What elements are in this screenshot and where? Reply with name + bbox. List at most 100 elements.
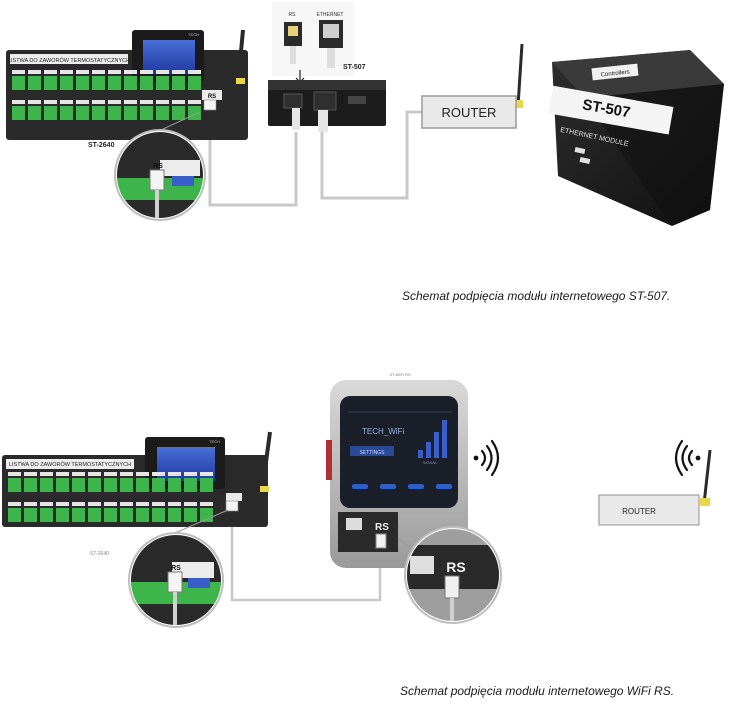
terminal-block: [152, 478, 165, 492]
zoom-wifi-rs-port: RS: [404, 526, 502, 624]
terminal-label-strip: [104, 502, 117, 506]
terminal-label-strip: [200, 472, 213, 476]
controller-rs-label: RS: [208, 94, 216, 100]
terminal-label-strip: [200, 502, 213, 506]
terminal-label-strip: [60, 70, 73, 74]
port-rs-label: RS: [289, 12, 297, 18]
terminal-label-strip: [40, 472, 53, 476]
terminal-block: [12, 106, 25, 120]
terminal-block: [168, 508, 181, 522]
terminal-label-strip: [24, 472, 37, 476]
module-wifi-rs: ST-WIFI RS TECH_WiFi SETTINGS SIGNAL RS: [326, 372, 468, 568]
terminal-block: [56, 508, 69, 522]
controller-terminals: [12, 70, 201, 120]
terminal-label-strip: [40, 502, 53, 506]
controller-strip-title: LISTWA DO ZAWORÓW TERMOSTATYCZNYCH: [8, 57, 130, 64]
terminal-label-strip: [60, 100, 73, 104]
zoom-rs-label-2: RS: [171, 565, 181, 572]
module-label: ST-507: [343, 64, 366, 71]
caption-st507: Schemat podpięcia modułu internetowego S…: [402, 289, 671, 303]
terminal-block: [72, 508, 85, 522]
terminal-label-strip: [44, 70, 57, 74]
diagram-wifi-rs: LISTWA DO ZAWORÓW TERMOSTATYCZNYCH TECH …: [2, 372, 712, 628]
terminal-label-strip: [184, 502, 197, 506]
box-brand: Controllers: [600, 69, 629, 78]
terminal-block: [172, 76, 185, 90]
terminal-block: [60, 106, 73, 120]
terminal-block: [200, 478, 213, 492]
router-label: ROUTER: [442, 105, 497, 120]
terminal-block: [8, 508, 21, 522]
terminal-block: [12, 76, 25, 90]
terminal-label-strip: [72, 502, 85, 506]
terminal-block: [184, 508, 197, 522]
terminal-label-strip: [88, 502, 101, 506]
product-box-st507: Controllers ST-507 ETHERNET MODULE: [548, 50, 724, 226]
terminal-label-strip: [188, 70, 201, 74]
zoom-wifi-rs-label: RS: [446, 559, 465, 575]
terminal-label-strip: [24, 502, 37, 506]
cable-rs-controller-to-wifi: [230, 510, 382, 602]
terminal-block: [140, 106, 153, 120]
module-connectors-top: RS ETHERNET: [272, 2, 354, 84]
terminal-block: [184, 478, 197, 492]
zoom-controller-rs-port-2: RS: [128, 532, 224, 628]
terminal-block: [28, 76, 41, 90]
terminal-block: [76, 106, 89, 120]
terminal-label-strip: [172, 100, 185, 104]
zoom-pointer-line-2: [167, 509, 229, 537]
wifi-waves-router: [674, 439, 701, 477]
terminal-block: [88, 508, 101, 522]
terminal-label-strip: [156, 70, 169, 74]
terminal-block: [72, 478, 85, 492]
terminal-block: [188, 76, 201, 90]
terminal-block: [40, 508, 53, 522]
terminal-label-strip: [72, 472, 85, 476]
cable-rs-controller-to-module: [208, 112, 298, 207]
router-label-2: ROUTER: [622, 507, 656, 516]
router-antenna-2: [702, 449, 712, 505]
module-st507: [268, 80, 386, 132]
terminal-label-strip: [76, 70, 89, 74]
terminal-label-strip: [104, 472, 117, 476]
controller-label-2: ST-2640: [90, 551, 109, 557]
wifi-screen-title: TECH_WiFi: [362, 427, 404, 436]
terminal-block: [140, 76, 153, 90]
terminal-label-strip: [56, 502, 69, 506]
terminal-label-strip: [140, 100, 153, 104]
terminal-block: [76, 76, 89, 90]
terminal-block: [88, 478, 101, 492]
terminal-block: [108, 106, 121, 120]
terminal-label-strip: [136, 502, 149, 506]
cable-ethernet-module-to-router: [320, 110, 422, 200]
wifi-rs-label: RS: [375, 522, 389, 533]
terminal-label-strip: [124, 70, 137, 74]
wifi-screen-button: SETTINGS: [359, 450, 385, 456]
terminal-label-strip: [152, 502, 165, 506]
controller-terminals-2: [8, 472, 213, 522]
terminal-label-strip: [188, 100, 201, 104]
controller-screen-brand: TECH: [188, 32, 199, 37]
terminal-block: [92, 106, 105, 120]
terminal-block: [156, 106, 169, 120]
terminal-block: [28, 106, 41, 120]
terminal-block: [44, 76, 57, 90]
controller-st2640: LISTWA DO ZAWORÓW TERMOSTATYCZNYCH TECH …: [6, 29, 248, 149]
terminal-label-strip: [44, 100, 57, 104]
caption-wifi-rs: Schemat podpięcia modułu internetowego W…: [400, 684, 675, 698]
router-1: ROUTER: [421, 43, 524, 129]
terminal-block: [168, 478, 181, 492]
terminal-block: [24, 478, 37, 492]
router-2: ROUTER: [598, 449, 712, 526]
terminal-label-strip: [140, 70, 153, 74]
controller-strip-title-2: LISTWA DO ZAWORÓW TERMOSTATYCZNYCH: [9, 461, 131, 468]
terminal-label-strip: [152, 472, 165, 476]
terminal-label-strip: [184, 472, 197, 476]
wifi-buttons: [352, 484, 452, 489]
terminal-label-strip: [172, 70, 185, 74]
terminal-block: [136, 478, 149, 492]
wifi-screen-signal: SIGNAL: [423, 460, 438, 465]
terminal-label-strip: [120, 502, 133, 506]
terminal-block: [156, 76, 169, 90]
